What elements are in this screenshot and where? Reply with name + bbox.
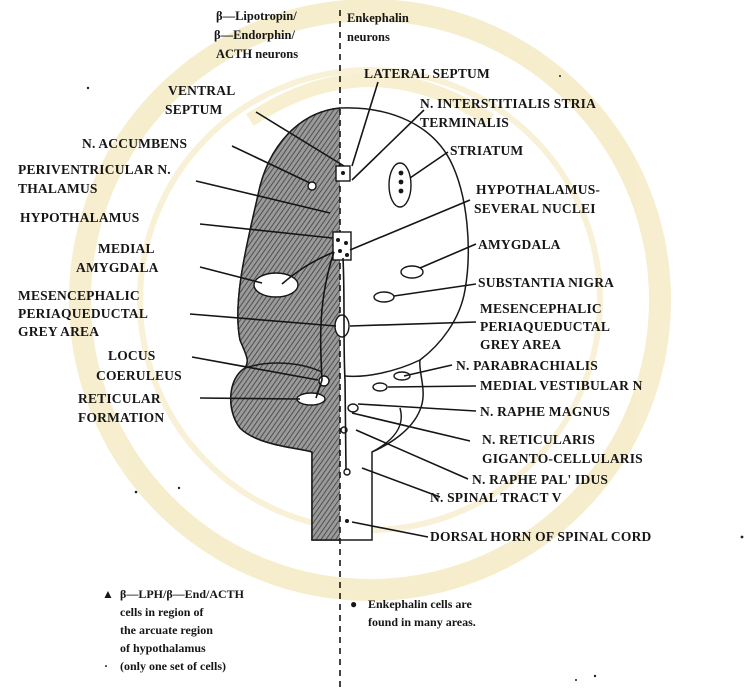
label-ventral-septum-2: SEPTUM — [165, 102, 223, 117]
label-substantia-nigra: SUBSTANTIA NIGRA — [478, 275, 614, 290]
label-n-spinal-tract: N. SPINAL TRACT V — [430, 490, 562, 505]
header-right-line-1: Enkephalin — [347, 11, 409, 25]
label-amygdala: AMYGDALA — [478, 237, 561, 252]
label-mesencephalic-right-1: MESENCEPHALIC — [480, 301, 602, 316]
label-medial-vestibular: MEDIAL VESTIBULAR N — [480, 378, 643, 393]
label-mesencephalic-left-3: GREY AREA — [18, 324, 99, 339]
label-striatum: STRIATUM — [450, 143, 523, 158]
label-medial-amygdala-1: MEDIAL — [98, 241, 155, 256]
label-periventricular-2: THALAMUS — [18, 181, 98, 196]
header-left-line-2: β—Endorphin/ — [214, 28, 295, 42]
label-n-reticularis-1: N. RETICULARIS — [482, 432, 595, 447]
label-mesencephalic-left-2: PERIAQUEDUCTAL — [18, 306, 148, 321]
label-n-raphe-pallidus: N. RAPHE PAL' IDUS — [472, 472, 608, 487]
footnote-left-line-5: (only one set of cells) — [120, 659, 226, 673]
footnote-left-bullet: · — [104, 659, 108, 673]
footnote-left-line-4: of hypothalamus — [120, 641, 206, 655]
label-lateral-septum: LATERAL SEPTUM — [364, 66, 490, 81]
header-left-line-1: β—Lipotropin/ — [216, 9, 297, 23]
footnote-right-line-1: Enkephalin cells are — [368, 597, 472, 611]
label-locus-coeruleus-1: LOCUS — [108, 348, 156, 363]
label-hypothalamus-several-2: SEVERAL NUCLEI — [474, 201, 596, 216]
label-n-reticularis-2: GIGANTO-CELLULARIS — [482, 451, 643, 466]
label-hypothalamus: HYPOTHALAMUS — [20, 210, 139, 225]
label-ventral-septum-1: VENTRAL — [168, 83, 235, 98]
label-periventricular-1: PERIVENTRICULAR N. — [18, 162, 171, 177]
label-hypothalamus-several-1: HYPOTHALAMUS- — [476, 182, 600, 197]
label-n-accumbens: N. ACCUMBENS — [82, 136, 187, 151]
label-locus-coeruleus-2: COERULEUS — [96, 368, 182, 383]
label-n-interstitialis-2: TERMINALIS — [420, 115, 509, 130]
label-reticular-formation-2: FORMATION — [78, 410, 164, 425]
footnote-right-line-2: found in many areas. — [368, 615, 476, 629]
label-mesencephalic-right-2: PERIAQUEDUCTAL — [480, 319, 610, 334]
label-n-interstitialis-1: N. INTERSTITIALIS STRIA — [420, 96, 596, 111]
header-right-line-2: neurons — [347, 30, 390, 44]
footnotes: ▲ β—LPH/β—End/ACTH cells in region of th… — [102, 587, 476, 673]
label-n-raphe-magnus: N. RAPHE MAGNUS — [480, 404, 610, 419]
header-left-line-3: ACTH neurons — [216, 47, 298, 61]
footnote-right-symbol: ● — [350, 597, 357, 611]
footnote-left-line-3: the arcuate region — [120, 623, 213, 637]
footnote-left-symbol: ▲ — [102, 587, 114, 601]
label-n-parabrachialis: N. PARABRACHIALIS — [456, 358, 598, 373]
label-dorsal-horn: DORSAL HORN OF SPINAL CORD — [430, 529, 652, 544]
label-mesencephalic-right-3: GREY AREA — [480, 337, 561, 352]
footnote-left-line-2: cells in region of — [120, 605, 204, 619]
footnote-left-line-1: β—LPH/β—End/ACTH — [120, 587, 245, 601]
label-reticular-formation-1: RETICULAR — [78, 391, 161, 406]
label-medial-amygdala-2: AMYGDALA — [76, 260, 159, 275]
label-mesencephalic-left-1: MESENCEPHALIC — [18, 288, 140, 303]
